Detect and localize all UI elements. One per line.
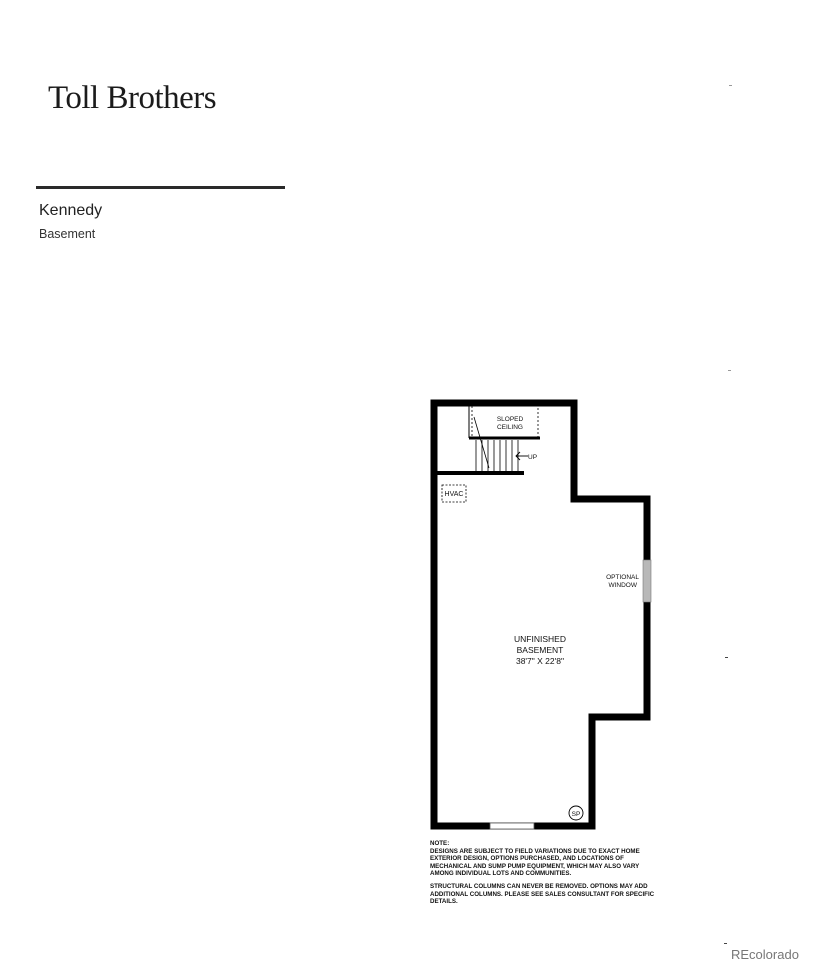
sloped-ceiling-label-1: SLOPED — [497, 416, 524, 423]
optional-window-label-2: WINDOW — [608, 582, 637, 589]
plan-notes: NOTE: DESIGNS ARE SUBJECT TO FIELD VARIA… — [430, 840, 660, 911]
room-name-line-2: BASEMENT — [517, 645, 564, 655]
bottom-window — [489, 822, 535, 830]
sump-pump-label: SP — [572, 811, 581, 818]
scan-speck — [725, 657, 728, 658]
note-paragraph-1: DESIGNS ARE SUBJECT TO FIELD VARIATIONS … — [430, 847, 640, 878]
exterior-wall — [430, 399, 651, 830]
stair-break-line — [473, 416, 490, 469]
up-arrow-icon — [515, 451, 528, 461]
optional-window-label-1: OPTIONAL — [606, 574, 639, 581]
sloped-ceiling-area — [471, 405, 539, 438]
plan-level: Basement — [39, 227, 96, 241]
room-name-line-1: UNFINISHED — [514, 634, 566, 644]
note-paragraph-2: STRUCTURAL COLUMNS CAN NEVER BE REMOVED.… — [430, 882, 655, 906]
hvac-label: HVAC — [445, 491, 464, 498]
watermark: REcolorado — [731, 947, 799, 962]
hvac-unit — [441, 484, 467, 503]
up-label: UP — [528, 454, 537, 461]
sloped-ceiling-label-2: CEILING — [497, 424, 523, 431]
note-heading: NOTE: — [430, 840, 450, 847]
scan-speck — [729, 85, 732, 86]
header-divider — [36, 186, 285, 189]
toll-brothers-logo: Toll Brothers — [48, 80, 217, 116]
scan-speck — [724, 943, 727, 944]
optional-window — [642, 559, 652, 603]
plan-name: Kennedy — [39, 202, 103, 219]
sump-pump — [568, 805, 584, 821]
scan-speck — [728, 370, 731, 371]
room-dimensions: 38'7" X 22'8" — [516, 656, 564, 666]
